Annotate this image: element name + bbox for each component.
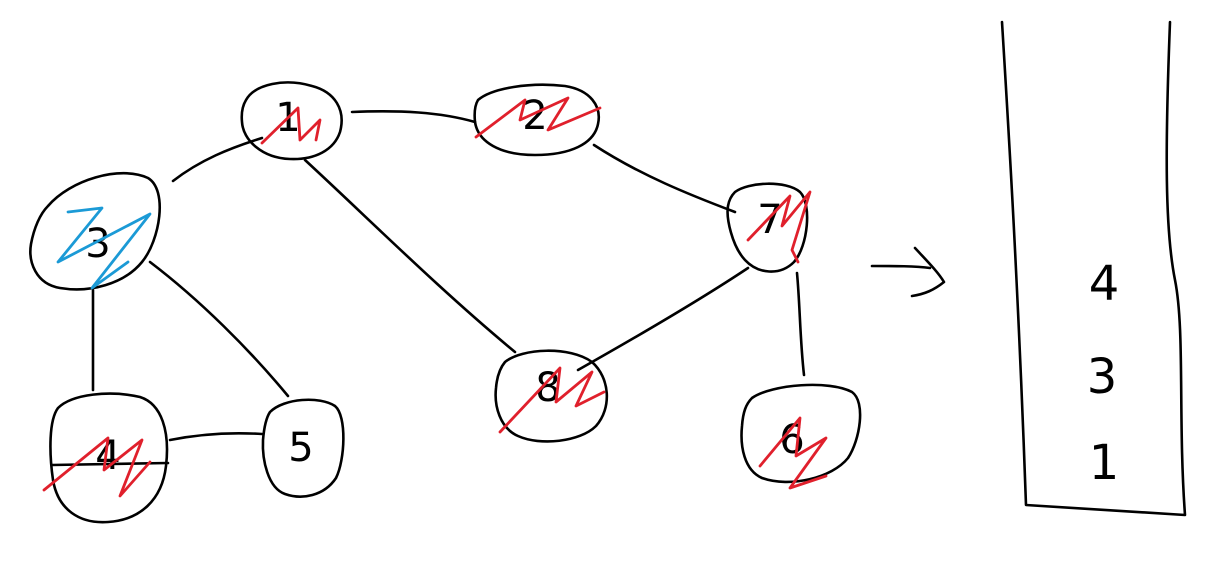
edge-7-8 <box>576 266 750 372</box>
node-4-outline <box>49 392 169 524</box>
node-4: 4 <box>42 392 170 524</box>
node-6: 6 <box>740 383 862 490</box>
node-7-label: 7 <box>757 197 782 243</box>
stack-item-top: 4 <box>1089 256 1120 312</box>
right-arrow-icon <box>870 246 946 298</box>
node-8-visited-mark <box>498 366 606 434</box>
edge-1-3 <box>171 136 264 183</box>
node-3: 3 <box>29 171 161 291</box>
node-8-outline <box>494 349 609 443</box>
node-8: 8 <box>494 349 609 443</box>
node-1-visited-mark <box>260 106 322 145</box>
edge-2-7 <box>592 143 737 214</box>
node-1: 1 <box>240 81 343 161</box>
edge-3-5 <box>148 260 290 398</box>
node-2: 2 <box>473 83 602 157</box>
edge-1-8 <box>303 158 517 354</box>
node-2-outline <box>473 83 601 157</box>
stack-item-middle: 3 <box>1087 349 1118 405</box>
stack-item-bottom: 1 <box>1089 435 1120 491</box>
node-5-outline <box>261 398 345 498</box>
arrow-head <box>910 246 946 298</box>
node-7: 7 <box>726 182 812 273</box>
node-4-visited-mark <box>42 436 152 498</box>
node-5: 5 <box>261 398 345 498</box>
node-6-outline <box>740 383 862 484</box>
node-3-label: 3 <box>85 221 110 267</box>
node-1-outline <box>240 81 343 161</box>
edge-1-2 <box>350 110 477 124</box>
stack-container <box>1000 20 1187 517</box>
stack: 4 3 1 <box>1000 20 1187 517</box>
node-7-visited-mark <box>746 190 812 264</box>
node-3-outline <box>29 171 161 291</box>
node-2-visited-mark <box>474 96 602 139</box>
graph-edges <box>91 110 806 442</box>
edge-4-5 <box>168 431 264 442</box>
node-5-label: 5 <box>288 425 313 471</box>
edge-7-6 <box>795 271 806 377</box>
arrow-shaft <box>870 264 932 270</box>
node-7-outline <box>726 182 809 273</box>
node-6-visited-mark <box>758 416 828 490</box>
node-3-current-mark <box>56 206 152 290</box>
